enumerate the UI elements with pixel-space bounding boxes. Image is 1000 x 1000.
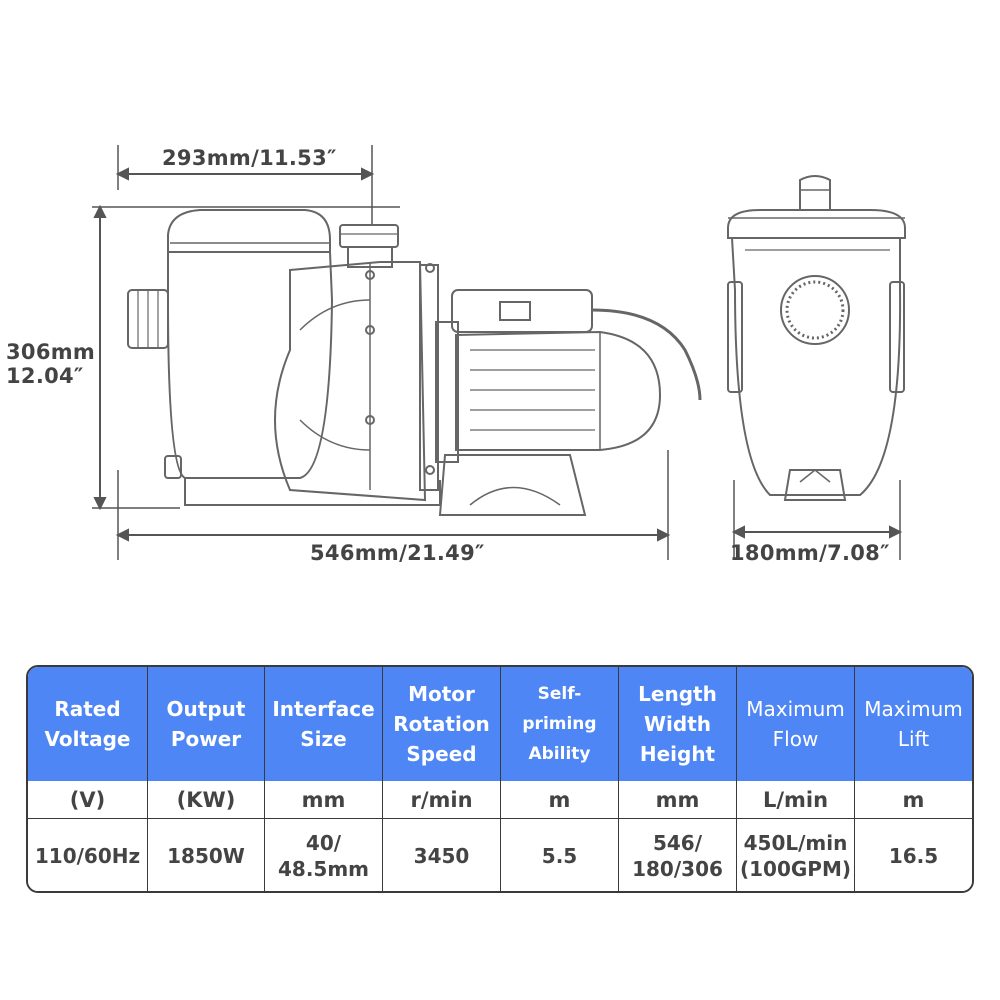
total-length-label: 546mm/21.49″: [310, 541, 485, 565]
value-output-power: 1850W: [148, 819, 265, 891]
value-maximum-lift: 16.5: [855, 819, 972, 891]
header-maximum-flow: Maximum Flow: [737, 667, 855, 781]
unit-maximum-flow: L/min: [737, 781, 855, 819]
width-label: 180mm/7.08″: [730, 541, 890, 565]
header-maximum-lift: Maximum Lift: [855, 667, 972, 781]
inlet-width-label: 293mm/11.53″: [162, 146, 337, 170]
unit-interface-size: mm: [265, 781, 383, 819]
pool-pump-side-view-icon: [127, 209, 702, 516]
unit-length-width-height: mm: [619, 781, 737, 819]
unit-motor-rotation-speed: r/min: [383, 781, 501, 819]
height-mm-label: 306mm: [6, 340, 96, 364]
header-self-priming-ability: Self-priming Ability: [501, 667, 619, 781]
value-interface-size: 40/ 48.5mm: [265, 819, 383, 891]
header-rated-voltage: Rated Voltage: [28, 667, 148, 781]
value-rated-voltage: 110/60Hz: [28, 819, 148, 891]
value-maximum-flow: 450L/min (100GPM): [737, 819, 855, 891]
value-length-width-height: 546/ 180/306: [619, 819, 737, 891]
value-self-priming-ability: 5.5: [501, 819, 619, 891]
product-drawing: [92, 145, 906, 560]
header-output-power: Output Power: [148, 667, 265, 781]
value-motor-rotation-speed: 3450: [383, 819, 501, 891]
header-interface-size: Interface Size: [265, 667, 383, 781]
height-in-label: 12.04″: [6, 364, 84, 388]
pool-pump-front-view-icon: [727, 175, 906, 501]
spec-table: Rated Voltage Output Power Interface Siz…: [26, 665, 974, 893]
header-length-width-height: Length Width Height: [619, 667, 737, 781]
header-motor-rotation-speed: Motor Rotation Speed: [383, 667, 501, 781]
height-label: 306mm 12.04″: [6, 340, 95, 388]
unit-self-priming-ability: m: [501, 781, 619, 819]
unit-maximum-lift: m: [855, 781, 972, 819]
unit-rated-voltage: (V): [28, 781, 148, 819]
unit-output-power: (KW): [148, 781, 265, 819]
